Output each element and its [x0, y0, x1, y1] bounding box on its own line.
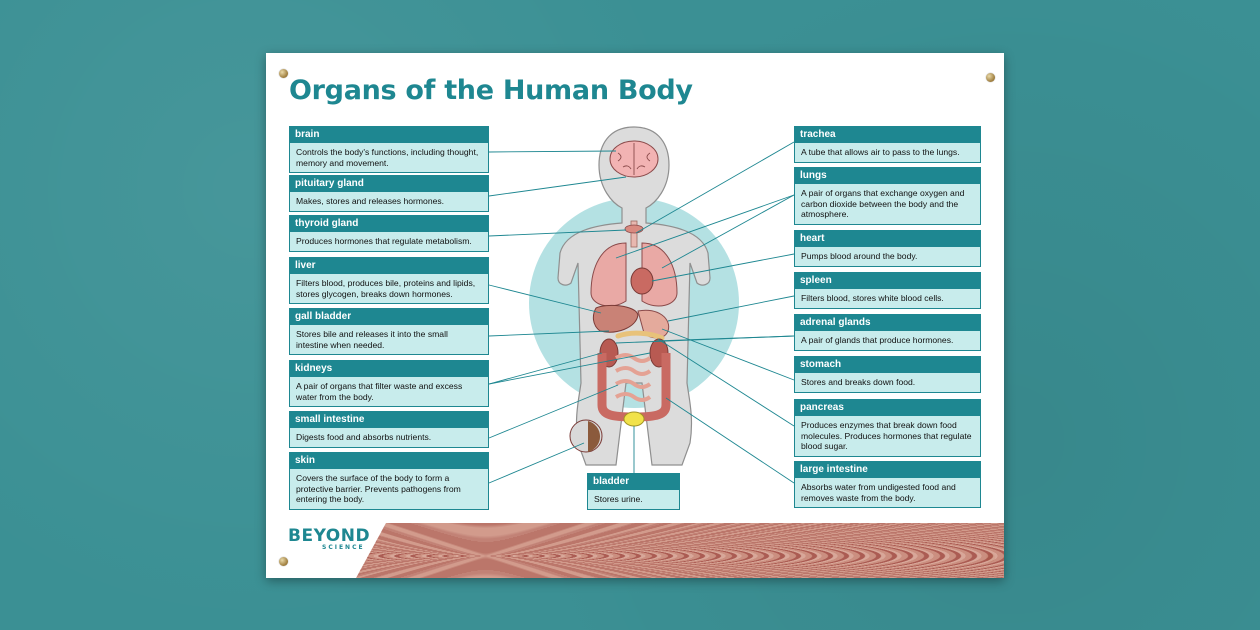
screw-icon [279, 557, 288, 566]
label-adrenal-glands-title: adrenal glands [794, 314, 981, 331]
label-liver-desc: Filters blood, produces bile, proteins a… [289, 274, 489, 304]
label-stomach-desc: Stores and breaks down food. [794, 373, 981, 393]
logo-wordmark: BEYOND [288, 526, 371, 546]
screw-icon [986, 73, 995, 82]
label-heart-title: heart [794, 230, 981, 247]
label-large-intestine-desc: Absorbs water from undigested food and r… [794, 478, 981, 508]
beyond-science-logo: BEYOND SCIENCE [288, 526, 370, 551]
poster: Organs of the Human Body [266, 53, 1004, 578]
small-intestine-organ [614, 353, 652, 402]
logo-subtitle: SCIENCE [322, 544, 365, 551]
label-spleen: spleen Filters blood, stores white blood… [794, 272, 981, 309]
label-small-intestine-title: small intestine [289, 411, 489, 428]
label-kidneys: kidneys A pair of organs that filter was… [289, 360, 489, 407]
pancreas-organ [615, 330, 665, 341]
label-spleen-desc: Filters blood, stores white blood cells. [794, 289, 981, 309]
label-pancreas-desc: Produces enzymes that break down food mo… [794, 416, 981, 457]
label-gall-bladder: gall bladder Stores bile and releases it… [289, 308, 489, 355]
label-heart: heart Pumps blood around the body. [794, 230, 981, 267]
label-thyroid-gland-desc: Produces hormones that regulate metaboli… [289, 232, 489, 252]
label-skin-desc: Covers the surface of the body to form a… [289, 469, 489, 510]
label-small-intestine: small intestine Digests food and absorbs… [289, 411, 489, 448]
label-stomach: stomach Stores and breaks down food. [794, 356, 981, 393]
label-brain-desc: Controls the body's functions, including… [289, 143, 489, 173]
label-adrenal-glands-desc: A pair of glands that produce hormones. [794, 331, 981, 351]
thyroid-organ [624, 224, 644, 234]
label-lungs-title: lungs [794, 167, 981, 184]
trachea-organ [630, 220, 638, 248]
screw-icon [279, 69, 288, 78]
label-trachea: trachea A tube that allows air to pass t… [794, 126, 981, 163]
label-stomach-title: stomach [794, 356, 981, 373]
intestine-photo-band [356, 523, 1004, 578]
label-gall-bladder-title: gall bladder [289, 308, 489, 325]
label-liver-title: liver [289, 257, 489, 274]
label-pituitary-gland-desc: Makes, stores and releases hormones. [289, 192, 489, 212]
skin-cross-section [588, 421, 601, 452]
label-lungs: lungs A pair of organs that exchange oxy… [794, 167, 981, 225]
label-heart-desc: Pumps blood around the body. [794, 247, 981, 267]
label-kidneys-desc: A pair of organs that filter waste and e… [289, 377, 489, 407]
label-trachea-desc: A tube that allows air to pass to the lu… [794, 143, 981, 163]
body-diagram [488, 126, 795, 484]
label-liver: liver Filters blood, produces bile, prot… [289, 257, 489, 304]
poster-title: Organs of the Human Body [289, 75, 693, 106]
label-spleen-title: spleen [794, 272, 981, 289]
label-brain-title: brain [289, 126, 489, 143]
label-large-intestine: large intestine Absorbs water from undig… [794, 461, 981, 508]
right-lung [641, 242, 678, 307]
heart-organ [630, 267, 654, 295]
label-pancreas-title: pancreas [794, 399, 981, 416]
label-pancreas: pancreas Produces enzymes that break dow… [794, 399, 981, 457]
label-bladder-title: bladder [587, 473, 680, 490]
label-lungs-desc: A pair of organs that exchange oxygen an… [794, 184, 981, 225]
label-gall-bladder-desc: Stores bile and releases it into the sma… [289, 325, 489, 355]
label-kidneys-title: kidneys [289, 360, 489, 377]
liver-organ [592, 304, 639, 333]
label-bladder-desc: Stores urine. [587, 490, 680, 510]
label-thyroid-gland: thyroid gland Produces hormones that reg… [289, 215, 489, 252]
label-pituitary-gland-title: pituitary gland [289, 175, 489, 192]
label-pituitary-gland: pituitary gland Makes, stores and releas… [289, 175, 489, 212]
label-small-intestine-desc: Digests food and absorbs nutrients. [289, 428, 489, 448]
label-large-intestine-title: large intestine [794, 461, 981, 478]
label-thyroid-gland-title: thyroid gland [289, 215, 489, 232]
label-skin: skin Covers the surface of the body to f… [289, 452, 489, 510]
label-bladder: bladder Stores urine. [587, 473, 680, 510]
label-skin-title: skin [289, 452, 489, 469]
label-trachea-title: trachea [794, 126, 981, 143]
bladder-organ [623, 411, 645, 427]
label-adrenal-glands: adrenal glands A pair of glands that pro… [794, 314, 981, 351]
leader-lines [488, 141, 795, 484]
label-brain: brain Controls the body's functions, inc… [289, 126, 489, 173]
